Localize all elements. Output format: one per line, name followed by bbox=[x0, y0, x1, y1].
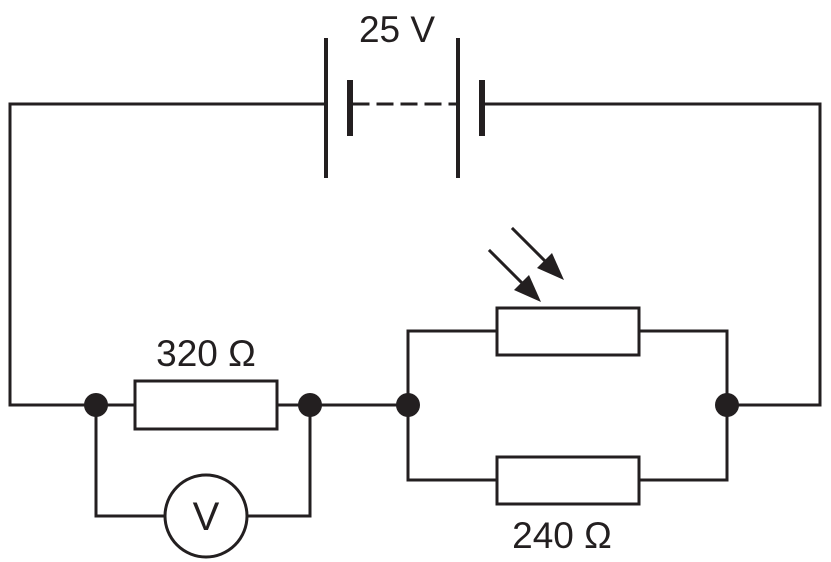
wire-parallel-bottom-left bbox=[406, 403, 499, 482]
light-arrows-icon bbox=[487, 226, 564, 302]
parallel-resistor-label: 240 Ω bbox=[512, 515, 612, 556]
battery-label: 25 V bbox=[359, 9, 435, 50]
light-arrow-1-head bbox=[514, 275, 541, 302]
ldr-body bbox=[495, 306, 641, 357]
junction-node bbox=[396, 393, 420, 417]
light-arrow-1-shaft bbox=[487, 248, 527, 288]
fixed-resistor: 320 Ω bbox=[133, 333, 279, 431]
light-arrow-2-shaft bbox=[510, 226, 550, 266]
wire-parallel-bottom-right bbox=[637, 403, 729, 482]
parallel-resistor-body bbox=[495, 455, 641, 506]
battery: 25 V bbox=[268, 9, 542, 178]
light-dependent-resistor bbox=[487, 226, 641, 357]
voltmeter-circle bbox=[163, 473, 249, 559]
wire-parallel-top-left bbox=[406, 329, 499, 407]
wires bbox=[8, 102, 822, 518]
light-arrow-2-head bbox=[537, 253, 564, 280]
wire-voltmeter-left bbox=[94, 403, 167, 518]
junction-node bbox=[715, 393, 739, 417]
wire-voltmeter-right bbox=[245, 403, 312, 518]
junction-node bbox=[298, 393, 322, 417]
fixed-resistor-body bbox=[133, 379, 279, 431]
voltmeter-symbol: V bbox=[193, 495, 220, 539]
fixed-resistor-label: 320 Ω bbox=[156, 333, 256, 374]
wire-parallel-top-right bbox=[637, 329, 729, 407]
wire-right-loop bbox=[538, 102, 822, 407]
voltmeter: V bbox=[163, 473, 249, 559]
parallel-resistor: 240 Ω bbox=[495, 455, 641, 556]
wire-left-loop bbox=[8, 102, 272, 407]
junction-nodes bbox=[84, 393, 739, 417]
junction-node bbox=[84, 393, 108, 417]
